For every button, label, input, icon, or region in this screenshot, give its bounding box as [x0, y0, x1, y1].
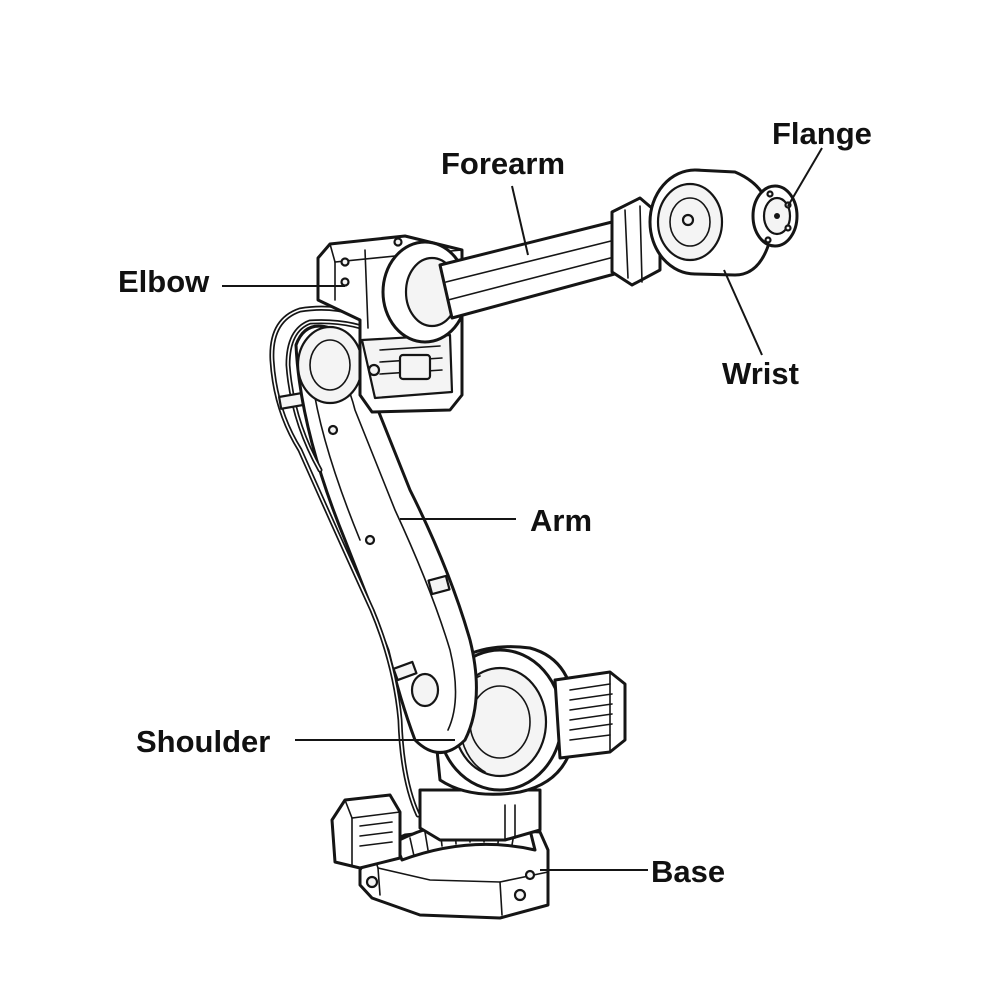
- label-wrist: Wrist: [722, 356, 799, 391]
- label-forearm: Forearm: [441, 146, 566, 181]
- label-arm: Arm: [530, 503, 593, 538]
- wrist-part: [610, 168, 773, 287]
- leader-forearm: [511, 185, 529, 256]
- flange-part: [751, 184, 799, 248]
- label-elbow: Elbow: [118, 264, 210, 299]
- label-base: Base: [651, 854, 726, 889]
- label-shoulder: Shoulder: [136, 724, 271, 759]
- leader-wrist: [723, 269, 763, 356]
- arm-part: [294, 324, 478, 754]
- leader-lines: [222, 147, 823, 871]
- base-part: [330, 788, 550, 920]
- forearm-part: [381, 220, 624, 344]
- label-flange: Flange: [772, 116, 872, 151]
- leader-flange: [787, 147, 823, 207]
